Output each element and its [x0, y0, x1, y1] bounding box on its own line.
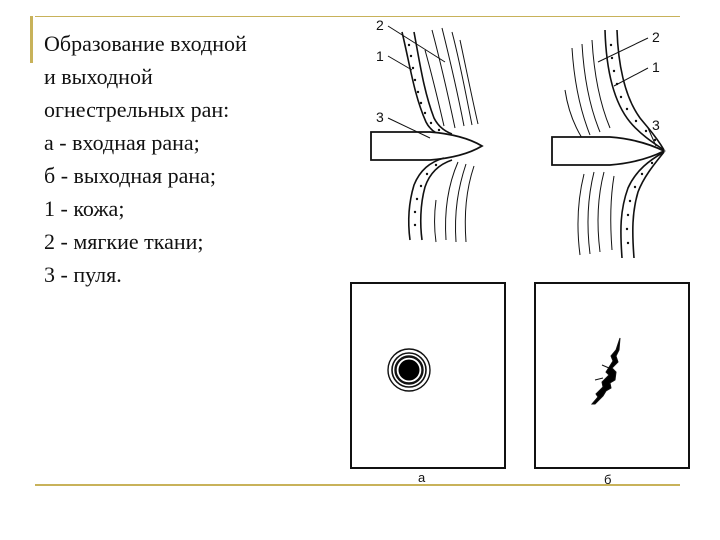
entry-wound-outer-ring [387, 348, 431, 392]
entry-soft-tissue-lower [434, 161, 475, 243]
entry-skin-upper-dots [407, 43, 441, 132]
entry-bullet [370, 131, 484, 161]
exit-leader-3 [647, 127, 657, 147]
entry-wound-hole [398, 359, 420, 381]
exit-cross-section [551, 29, 667, 259]
exit-skin-lower-outer [620, 151, 665, 259]
entry-wound-abrasion-ring [394, 355, 424, 385]
exit-soft-tissue-upper [564, 39, 611, 139]
entry-wound-middle-ring [391, 352, 427, 388]
top-rule [35, 16, 680, 17]
exit-label-3: 3 [652, 117, 660, 133]
panel-a-frame [350, 282, 506, 469]
caption-line: огнестрельных ран: [44, 97, 230, 122]
caption-line: и выходной [44, 64, 153, 89]
entry-soft-tissue-upper [424, 27, 479, 129]
exit-soft-tissue-lower [577, 171, 615, 256]
entry-label-3: 3 [376, 109, 384, 125]
bottom-rule [35, 484, 680, 486]
exit-skin-lower-inner [632, 151, 665, 259]
exit-leader-1 [613, 67, 649, 87]
panel-a-entry-wound [350, 282, 506, 469]
caption-text-block: Образование входной и выходной огнестрел… [44, 27, 354, 291]
caption-line: 2 - мягкие ткани; [44, 229, 204, 254]
entry-skin-lower-dots [413, 163, 438, 227]
exit-label-1: 1 [652, 59, 660, 75]
entry-label-1: 1 [376, 48, 384, 64]
entry-skin-upper-inner [413, 31, 453, 135]
caption-line: 1 - кожа; [44, 196, 125, 221]
caption-line: а - входная рана; [44, 130, 200, 155]
exit-skin-lower-dots [625, 161, 654, 245]
caption-line: Образование входной [44, 31, 247, 56]
caption-line: 3 - пуля. [44, 262, 122, 287]
entry-skin-lower-inner [419, 159, 453, 241]
exit-label-2: 2 [652, 29, 660, 45]
panel-b-exit-wound [534, 282, 690, 469]
entry-leader-1 [387, 55, 413, 71]
exit-leader-2 [597, 37, 649, 63]
entry-cross-section [370, 25, 484, 243]
panel-b-label: б [604, 472, 611, 487]
entry-leader-2 [387, 25, 446, 63]
panel-a-label: а [418, 470, 426, 485]
caption-line: б - выходная рана; [44, 163, 216, 188]
exit-skin-upper-dots [609, 43, 657, 142]
entry-label-2: 2 [376, 17, 384, 33]
exit-skin-upper-inner [616, 29, 665, 151]
entry-leader-3 [387, 117, 431, 139]
exit-bullet [551, 136, 667, 166]
exit-wound-slit [590, 337, 621, 405]
entry-skin-lower-outer [408, 157, 445, 241]
left-accent-bar [30, 16, 33, 63]
exit-wound-tear-edge [594, 364, 610, 381]
